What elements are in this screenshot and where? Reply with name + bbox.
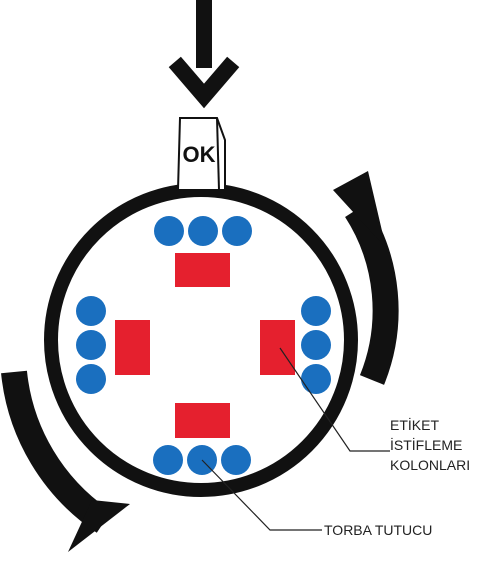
bag-holder	[76, 330, 106, 360]
bag-holder	[76, 364, 106, 394]
leader-line-columns	[279, 347, 390, 452]
leader-line-holder	[201, 459, 322, 531]
bag-holder	[221, 445, 251, 475]
label-column	[175, 403, 230, 438]
bag-holder	[301, 364, 331, 394]
label-columns-line-1: ETİKET	[390, 416, 439, 433]
bag-holder	[301, 330, 331, 360]
bag-holder	[76, 296, 106, 326]
rotate-clockwise-icon	[1, 370, 130, 552]
bag-holder	[154, 216, 184, 246]
label-column	[260, 320, 295, 375]
label-columns-line-2: İSTİFLEME	[390, 436, 462, 453]
label-column	[115, 320, 150, 375]
rotate-clockwise-icon	[333, 171, 399, 385]
bag-holder	[153, 445, 183, 475]
ok-tag: OK	[176, 117, 226, 191]
bag-holders	[76, 216, 331, 475]
label-bag-holder: TORBA TUTUCU	[324, 522, 432, 538]
label-columns-line-3: KOLONLARI	[390, 457, 470, 473]
label-columns	[115, 253, 295, 438]
bag-holder	[188, 216, 218, 246]
ok-tag-label: OK	[183, 142, 216, 167]
bag-holder	[301, 296, 331, 326]
bag-holder	[222, 216, 252, 246]
label-column	[175, 253, 230, 287]
arrow-down-icon	[168, 0, 240, 109]
